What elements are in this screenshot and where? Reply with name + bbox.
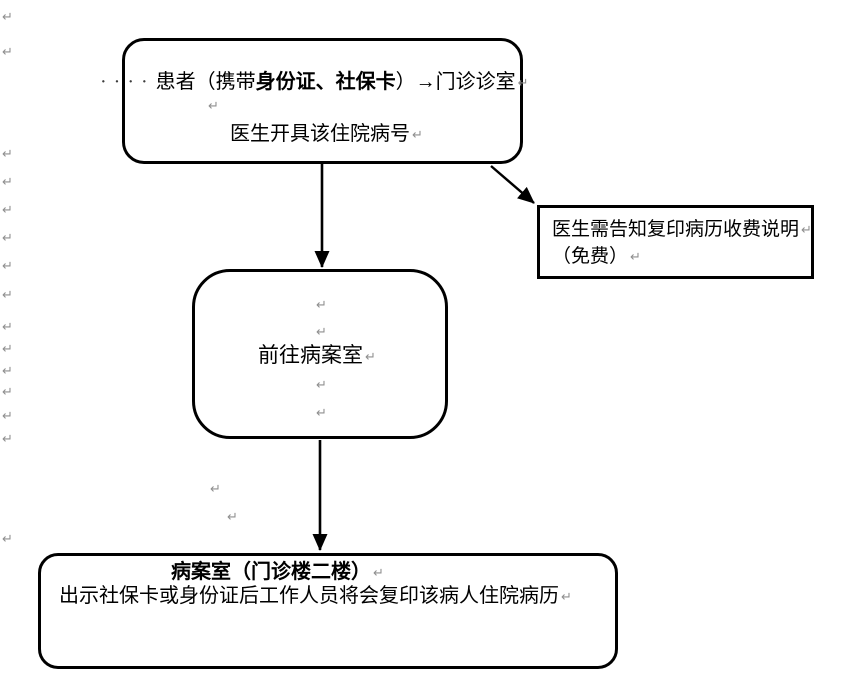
top-box-line1: ····患者（携带身份证、社保卡）→门诊诊室↵	[100, 71, 529, 93]
paragraph-mark: ↵	[2, 432, 13, 447]
paragraph-mark: ↵	[412, 128, 423, 143]
paragraph-mark: ↵	[2, 45, 13, 60]
paragraph-mark: ↵	[517, 76, 529, 91]
paragraph-mark: ↵	[365, 350, 376, 365]
arrow-top-to-side-note	[490, 165, 535, 204]
flowchart-box-go-records-room: ↵ ↵ 前往病案室↵ ↵ ↵	[192, 269, 448, 439]
paragraph-mark: ↵	[208, 99, 219, 114]
side-box-line1: 医生需告知复印病历收费说明↵	[552, 219, 812, 240]
paragraph-mark: ↵	[2, 532, 13, 547]
paragraph-mark: ↵	[316, 378, 327, 393]
paragraph-mark: ↵	[2, 409, 13, 424]
paragraph-mark: ↵	[227, 510, 238, 525]
paragraph-mark: ↵	[210, 482, 221, 497]
paragraph-mark: ↵	[2, 231, 13, 246]
paragraph-mark: ↵	[2, 10, 13, 25]
paragraph-mark: ↵	[2, 259, 13, 274]
paragraph-mark: ↵	[2, 147, 13, 162]
flowchart-box-fee-notice: 医生需告知复印病历收费说明↵ （免费）↵	[537, 205, 814, 279]
side-box-line2: （免费）↵	[552, 246, 641, 267]
paragraph-mark: ↵	[561, 590, 572, 605]
space-marks: ····	[100, 71, 155, 93]
top-box-line2: 医生开具该住院病号↵	[230, 123, 423, 145]
bold-id-cards-text: 身份证、社保卡	[255, 71, 396, 93]
paragraph-mark: ↵	[316, 406, 327, 421]
paragraph-mark: ↵	[801, 223, 812, 238]
flowchart-box-patient-clinic: ····患者（携带身份证、社保卡）→门诊诊室↵ ↵ 医生开具该住院病号↵	[100, 38, 529, 164]
paragraph-mark: ↵	[630, 250, 641, 265]
paragraph-mark: ↵	[373, 566, 384, 581]
paragraph-mark: ↵	[2, 175, 13, 190]
paragraph-mark: ↵	[2, 320, 13, 335]
paragraph-mark: ↵	[2, 342, 13, 357]
paragraph-mark: ↵	[316, 325, 327, 340]
flowchart-box-records-room: 病案室（门诊楼二楼）↵ 出示社保卡或身份证后工作人员将会复印该病人住院病历↵	[38, 553, 618, 669]
paragraph-mark: ↵	[2, 203, 13, 218]
paragraph-mark: ↵	[2, 288, 13, 303]
paragraph-mark: ↵	[316, 298, 327, 313]
paragraph-mark: ↵	[2, 364, 13, 379]
bottom-box-body: 出示社保卡或身份证后工作人员将会复印该病人住院病历↵	[59, 585, 572, 607]
middle-box-label: 前往病案室↵	[258, 343, 376, 367]
bottom-box-title: 病案室（门诊楼二楼）↵	[171, 561, 384, 583]
paragraph-mark: ↵	[2, 385, 13, 400]
